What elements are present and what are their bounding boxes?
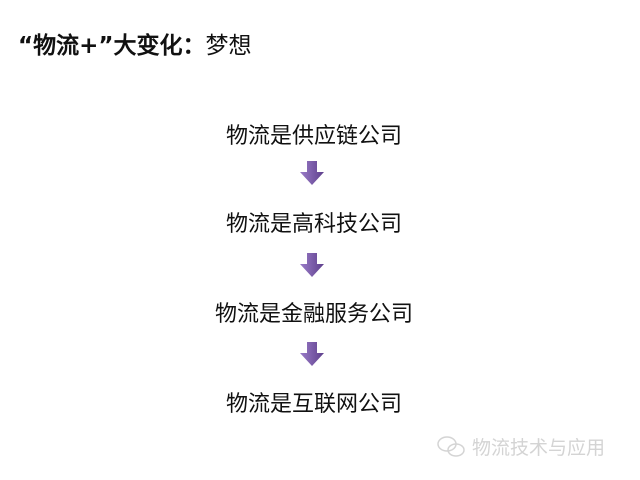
- step-2: 物流是高科技公司: [225, 212, 402, 237]
- wechat-icon: [437, 435, 465, 457]
- down-arrow-icon: [300, 161, 324, 185]
- title-sub: 梦想: [205, 33, 252, 59]
- title-sep: ：: [182, 33, 206, 59]
- title-main: “物流+”大变化: [18, 33, 183, 59]
- step-4: 物流是互联网公司: [225, 392, 402, 417]
- watermark-text: 物流技术与应用: [472, 437, 606, 459]
- watermark: 物流技术与应用: [436, 433, 605, 460]
- down-arrow-icon: [300, 342, 324, 366]
- step-3: 物流是金融服务公司: [214, 302, 413, 327]
- slide-title: “物流+”大变化：梦想: [18, 26, 252, 60]
- step-1: 物流是供应链公司: [225, 124, 402, 149]
- down-arrow-icon: [300, 253, 324, 277]
